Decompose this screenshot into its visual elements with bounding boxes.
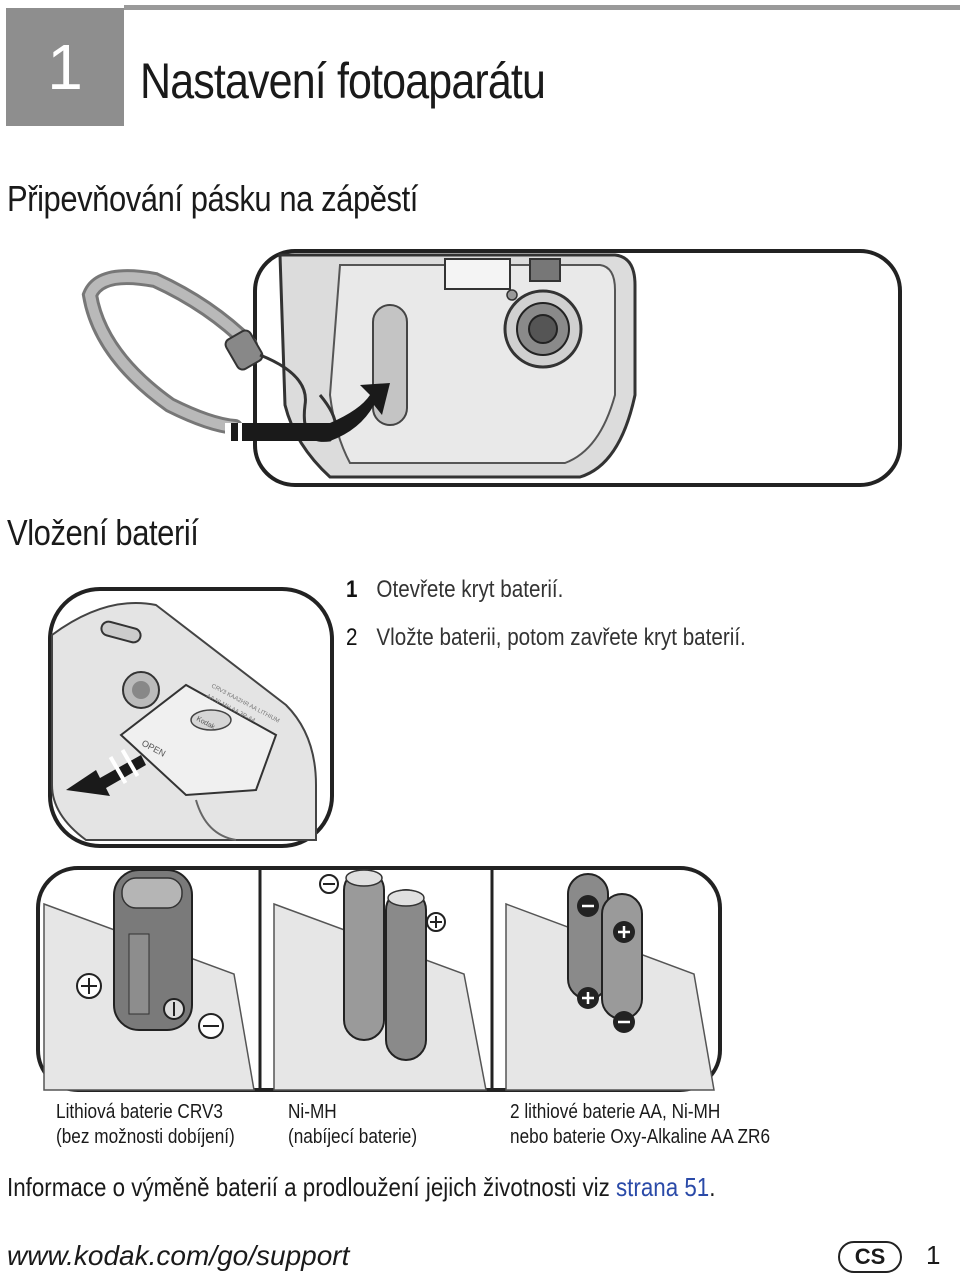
caption-aa-line2: nebo baterie Oxy-Alkaline AA ZR6 <box>510 1126 771 1148</box>
caption-crv3-line1: Lithiová baterie CRV3 <box>56 1101 224 1123</box>
caption-nimh: Ni-MH (nabíjecí baterie) <box>288 1100 417 1150</box>
page-number: 1 <box>926 1240 941 1270</box>
page-link[interactable]: strana 51 <box>615 1172 710 1202</box>
step-2-text: Vložte baterii, potom zavřete kryt bater… <box>376 624 746 651</box>
info-suffix: . <box>709 1172 716 1202</box>
step-1-text: Otevřete kryt baterií. <box>376 576 564 603</box>
header-rule <box>124 5 960 10</box>
crv3-battery-panel <box>43 869 255 1091</box>
battery-info-text: Informace o výměně baterií a prodloužení… <box>7 1172 715 1203</box>
step-2: 2 Vložte baterii, potom zavřete kryt bate… <box>346 624 746 652</box>
step-2-number: 2 <box>346 624 358 651</box>
nimh-battery-panel <box>273 869 487 1091</box>
caption-aa: 2 lithiové baterie AA, Ni-MH nebo bateri… <box>510 1100 770 1150</box>
info-text: Informace o výměně baterií a prodloužení… <box>7 1172 616 1202</box>
caption-nimh-line1: Ni-MH <box>288 1101 337 1123</box>
aa-battery-panel <box>505 873 715 1091</box>
caption-crv3-line2: (bez možnosti dobíjení) <box>56 1126 235 1148</box>
battery-types-illustration <box>36 866 722 1092</box>
step-1: 1 Otevřete kryt baterií. <box>346 576 563 604</box>
footer-url[interactable]: www.kodak.com/go/support <box>7 1240 350 1271</box>
caption-crv3: Lithiová baterie CRV3 (bez možnosti dobí… <box>56 1100 235 1150</box>
caption-nimh-line2: (nabíjecí baterie) <box>288 1126 418 1148</box>
section-title-strap: Připevňování pásku na zápěstí <box>7 178 418 219</box>
wrist-strap-illustration <box>81 249 902 487</box>
language-badge: CS <box>838 1241 902 1273</box>
chapter-number: 1 <box>6 8 124 126</box>
battery-door-illustration: OPEN Kodak CRV3 KAA2HR AA LITHIUM AA NI-… <box>48 587 334 848</box>
section-title-batteries: Vložení baterií <box>7 512 199 553</box>
chapter-title: Nastavení fotoaparátu <box>140 53 546 109</box>
step-1-number: 1 <box>346 576 358 603</box>
caption-aa-line1: 2 lithiové baterie AA, Ni-MH <box>510 1101 721 1123</box>
